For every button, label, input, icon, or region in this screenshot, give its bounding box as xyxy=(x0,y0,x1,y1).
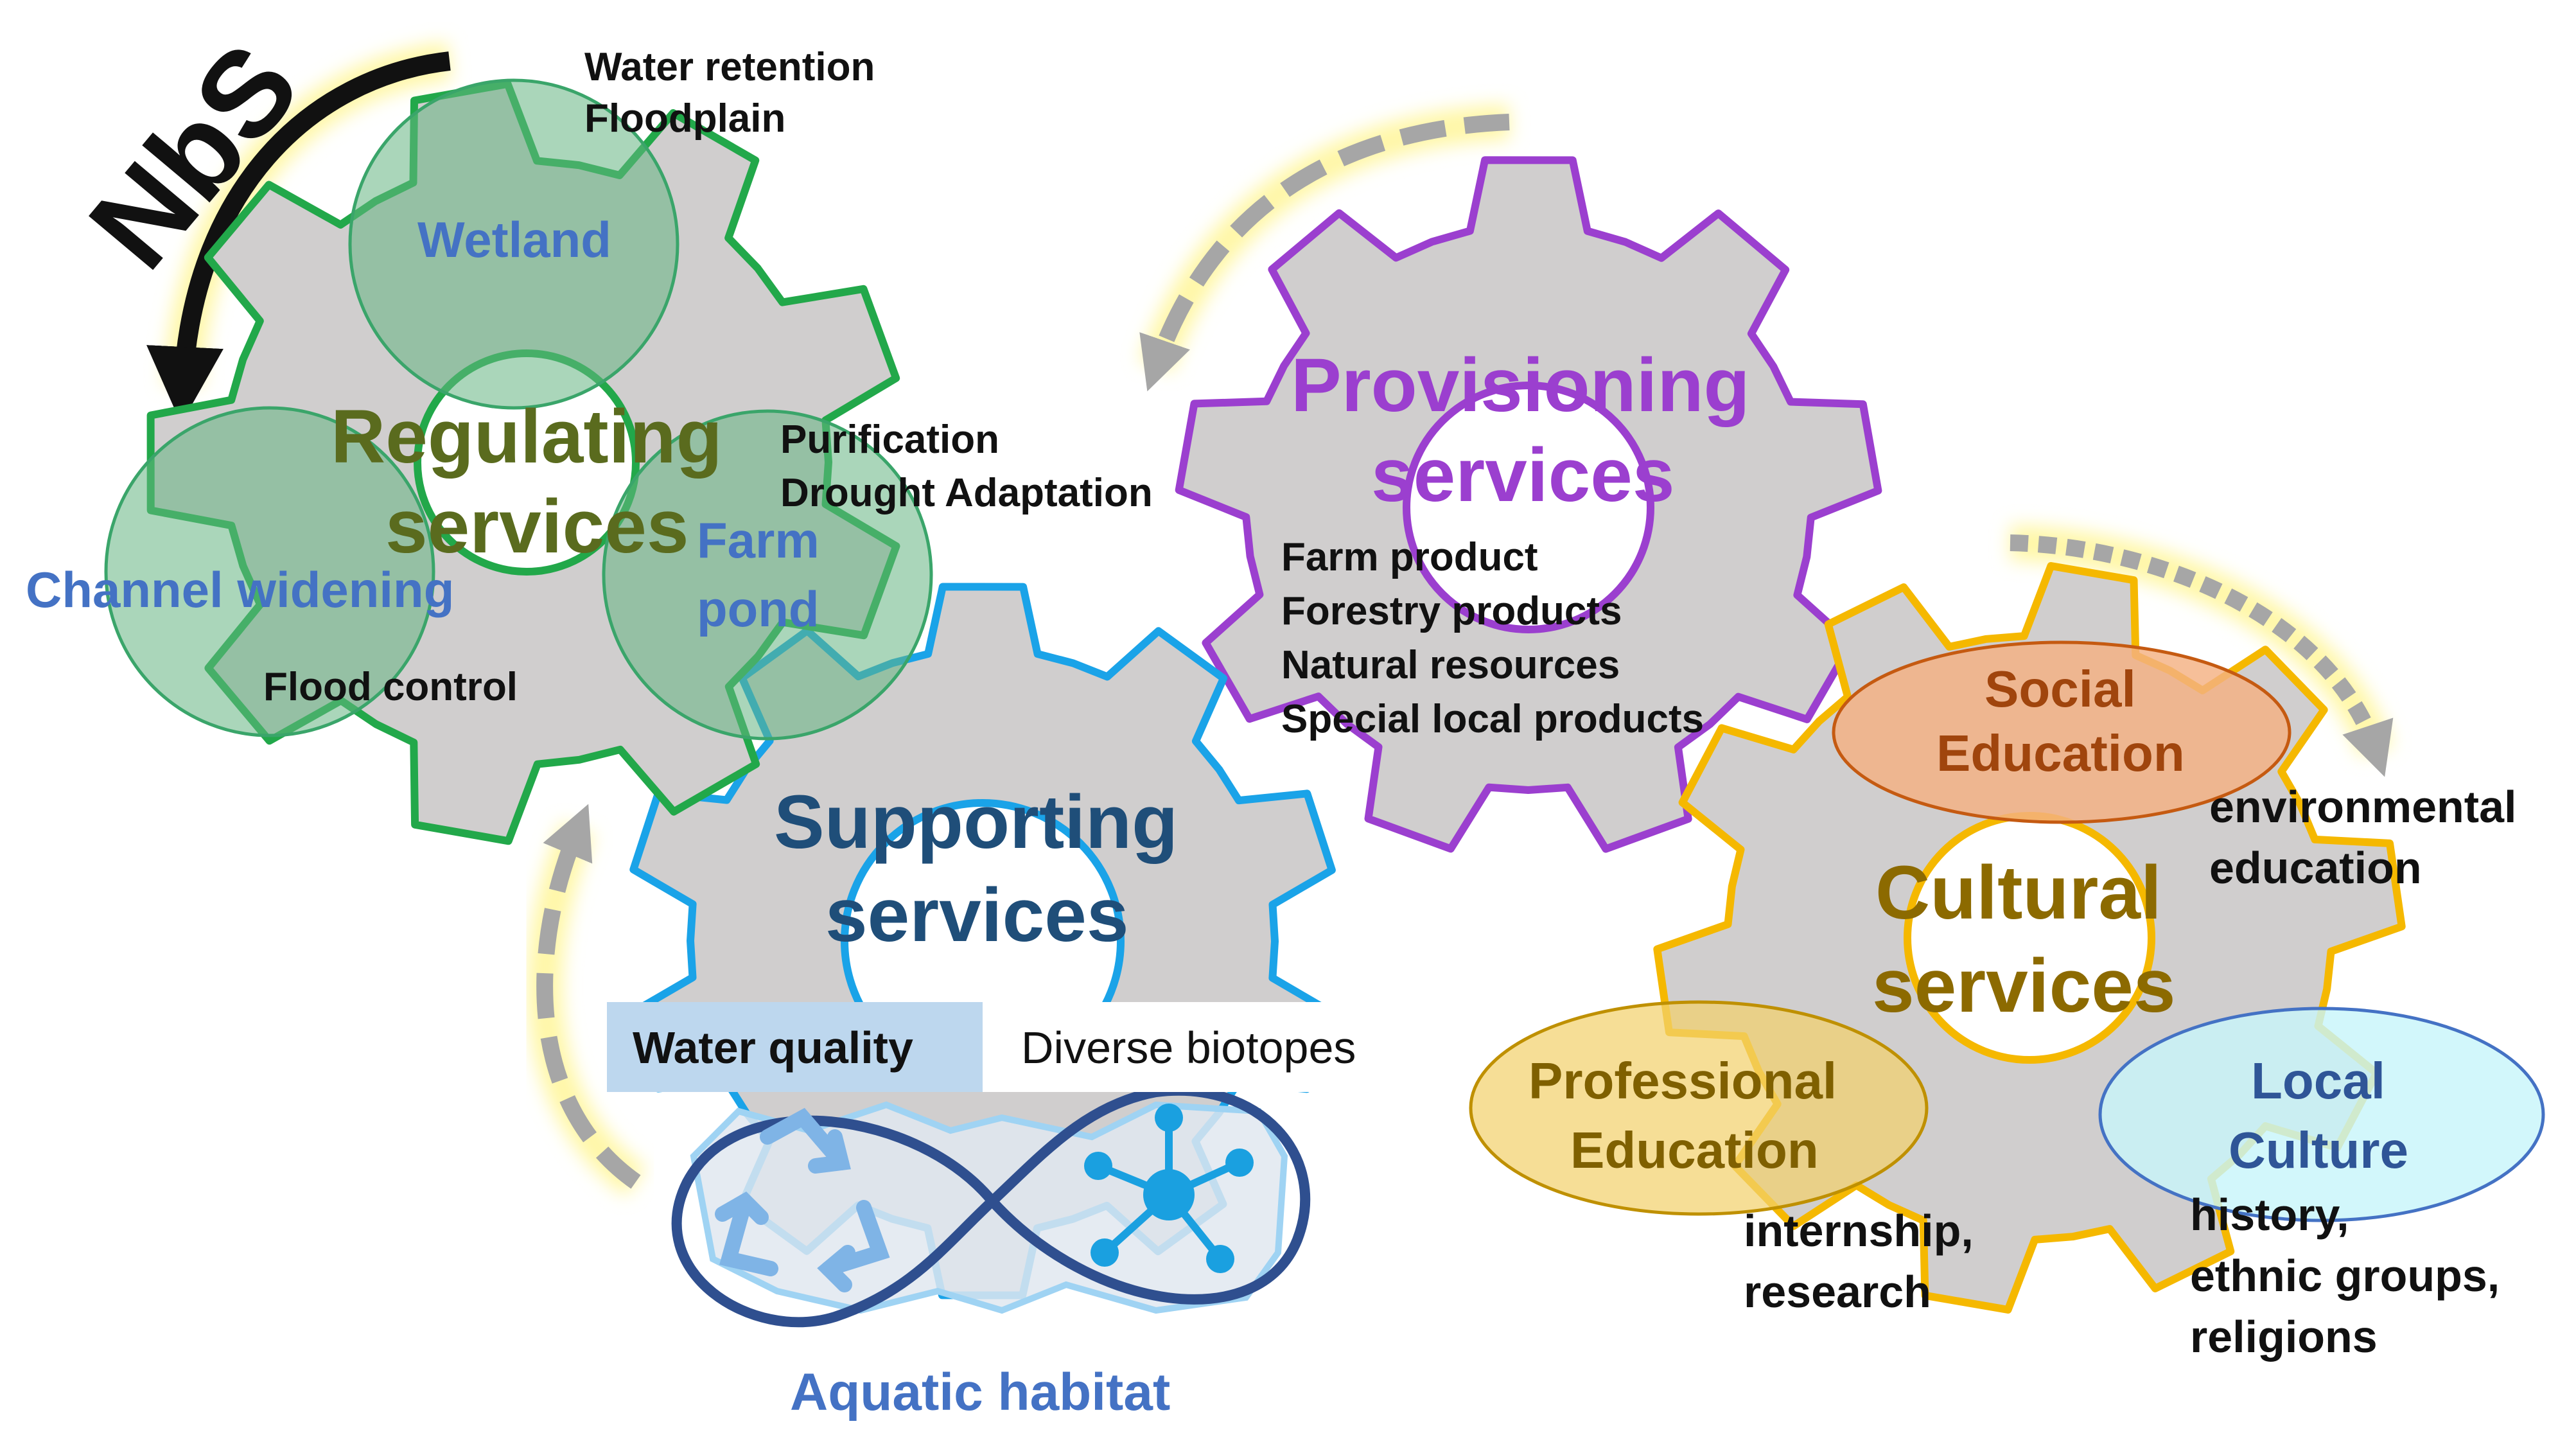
channel-widening-circle xyxy=(104,406,435,737)
regulating-title-line1: Regulating xyxy=(331,394,723,479)
forestry-products-label: Forestry products xyxy=(1281,589,1622,633)
wetland-circle xyxy=(348,78,679,410)
nbs-arrow xyxy=(146,42,452,424)
professional-education-label: Education xyxy=(1570,1122,1819,1179)
supporting-title-line2: services xyxy=(825,873,1128,958)
special-local-products-label: Special local products xyxy=(1281,697,1704,741)
local-culture-label: Culture xyxy=(2229,1122,2408,1179)
history-label: history, xyxy=(2190,1190,2349,1240)
farm-pond-circle xyxy=(602,409,933,741)
cycle-arrow-cultural xyxy=(2010,525,2394,777)
flood-control-label: Flood control xyxy=(263,665,518,709)
internship-label: internship, xyxy=(1744,1206,1974,1256)
diverse-biotopes-box xyxy=(983,1002,1432,1092)
religions-label: religions xyxy=(2190,1312,2378,1362)
supporting-title-line1: Supporting xyxy=(774,780,1178,865)
social-education-label: Education xyxy=(1936,725,2185,782)
provisioning-title-line1: Provisioning xyxy=(1291,343,1750,428)
local-culture-ellipse xyxy=(2098,1007,2545,1222)
water-quality-label: Water quality xyxy=(633,1023,913,1073)
purification-label: Purification xyxy=(780,418,999,462)
drought-adaptation-label: Drought Adaptation xyxy=(780,471,1153,515)
water-retention-label: Water retention xyxy=(584,45,875,89)
research-label: research xyxy=(1744,1267,1931,1317)
environmental-education-label: education xyxy=(2209,843,2422,893)
wetland-label: Wetland xyxy=(417,211,611,268)
professional-label: Professional xyxy=(1529,1052,1837,1109)
farm-label: Farm xyxy=(697,512,819,568)
recycle-icon xyxy=(715,1107,890,1292)
cycle-arrow-provisioning xyxy=(1139,104,1511,392)
regulating-title-line2: services xyxy=(385,484,688,569)
aquatic-habitat-label: Aquatic habitat xyxy=(790,1363,1170,1422)
local-label: Local xyxy=(2251,1052,2385,1109)
environmental-label: environmental xyxy=(2209,782,2516,832)
cycle-arrow-supporting xyxy=(527,804,647,1197)
pond-label: pond xyxy=(697,581,819,637)
aquatic-habitat-graphic xyxy=(671,1085,1311,1328)
natural-resources-label: Natural resources xyxy=(1281,643,1620,687)
social-label: Social xyxy=(1985,660,2136,718)
professional-education-ellipse xyxy=(1469,1000,1929,1216)
channel-widening-label: Channel widening xyxy=(26,561,454,618)
diverse-biotopes-label: Diverse biotopes xyxy=(1021,1023,1356,1073)
ethnic-groups-label: ethnic groups, xyxy=(2190,1251,2500,1301)
provisioning-gear xyxy=(1175,156,1882,853)
cultural-title-line1: Cultural xyxy=(1875,850,2162,935)
water-quality-box xyxy=(607,1002,983,1092)
network-icon xyxy=(1084,1104,1254,1273)
social-education-ellipse xyxy=(1832,640,2291,824)
floodplain-label: Floodplain xyxy=(584,96,785,141)
provisioning-title-line2: services xyxy=(1371,433,1674,518)
cultural-title-line2: services xyxy=(1872,944,2175,1028)
infinity-loop-icon xyxy=(671,1085,1311,1328)
farm-product-label: Farm product xyxy=(1281,535,1538,579)
